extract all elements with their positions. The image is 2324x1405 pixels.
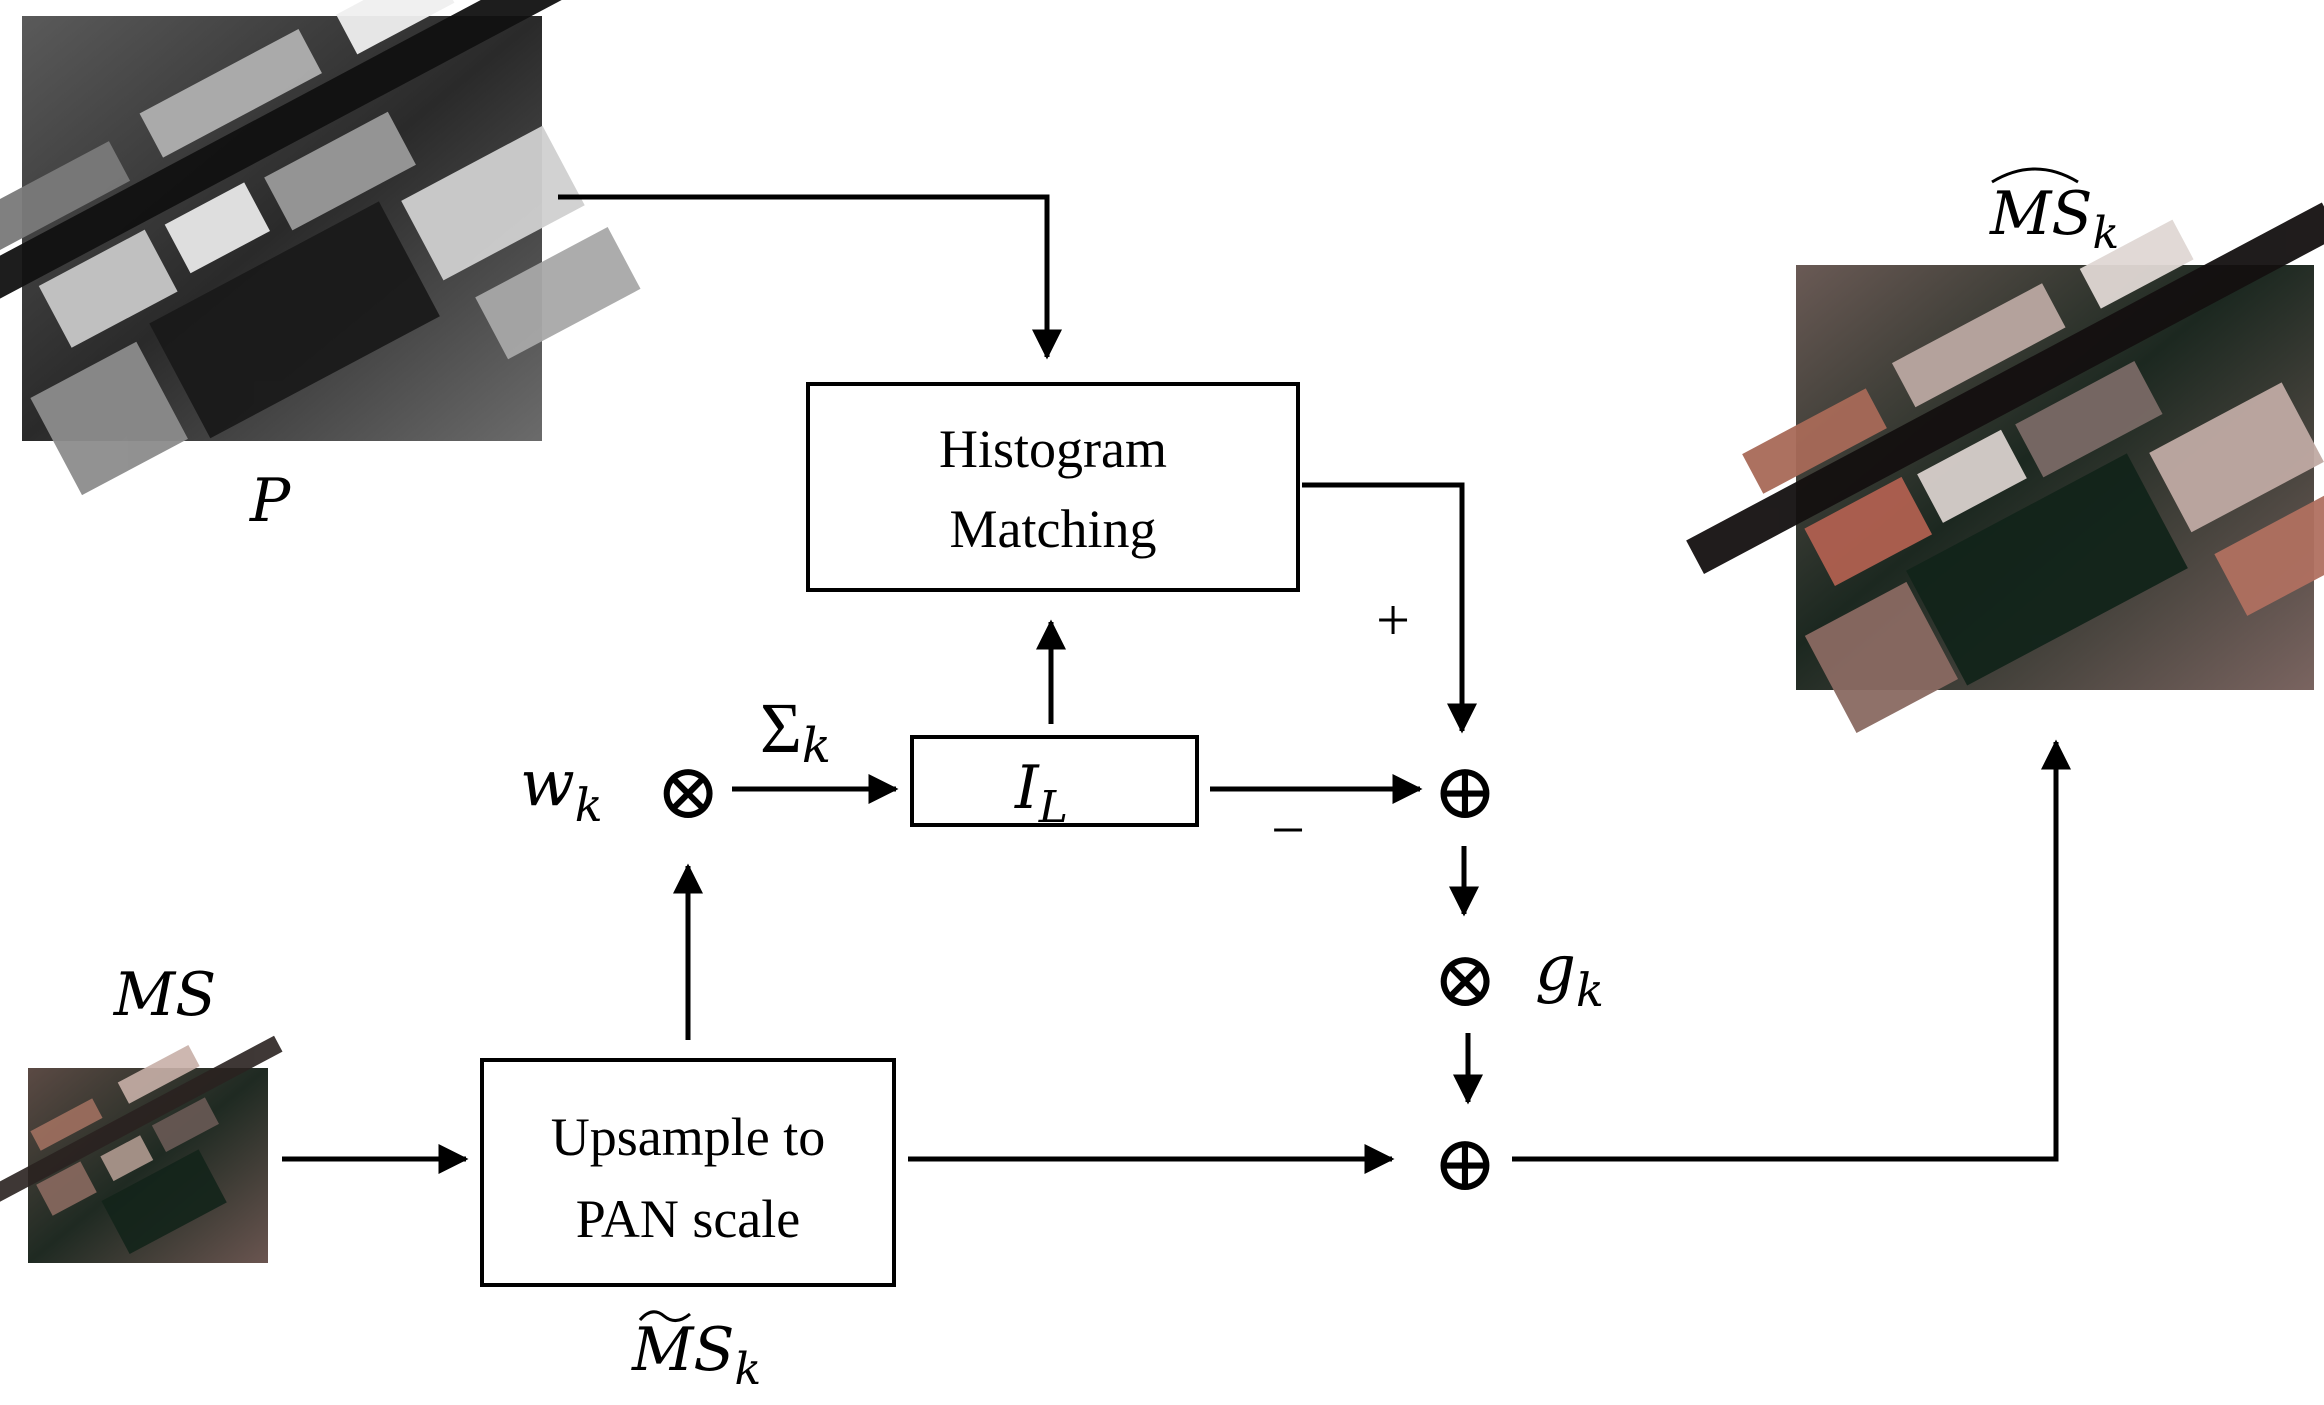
histogram-block-line2: Matching <box>950 499 1157 559</box>
sum-operator-label: Σk <box>760 688 831 774</box>
output-image <box>1686 202 2324 734</box>
intensity-label-base: I <box>1014 753 1040 823</box>
svg-text:Σk: Σk <box>760 688 831 774</box>
output-image-label: MSk <box>1989 167 2119 259</box>
svg-text:MSk: MSk <box>631 1315 761 1395</box>
svg-text:MSk: MSk <box>1989 179 2119 259</box>
weight-label-sub: k <box>575 778 603 832</box>
svg-text:IL: IL <box>1014 753 1068 833</box>
plus-sign: + <box>1376 587 1410 653</box>
upsample-output-label-base: MS <box>631 1315 735 1385</box>
final-add-operator: ⊕ <box>1432 1120 1497 1207</box>
intensity-label-sub: L <box>1038 782 1068 833</box>
gain-multiply-symbol: ⊗ <box>1432 936 1497 1023</box>
histogram-matching-block: Histogram Matching <box>806 382 1300 592</box>
wide-hat-accent <box>1991 167 2079 184</box>
arrow-pan-to-histogram <box>558 194 1062 360</box>
weight-label-base: w <box>520 747 575 821</box>
svg-text:wk: wk <box>520 747 603 832</box>
arrow-histogram-to-difference <box>1302 482 1477 734</box>
output-label-base: MS <box>1989 179 2093 249</box>
gain-label-sub: k <box>1576 963 1604 1017</box>
ms-image <box>0 1035 283 1263</box>
histogram-block-line1: Histogram <box>939 419 1167 479</box>
weight-multiply-operator: wk ⊗ <box>520 747 721 835</box>
difference-add-symbol: ⊕ <box>1432 748 1497 835</box>
minus-sign: − <box>1271 797 1305 863</box>
connectors <box>282 194 2071 1174</box>
gain-label-base: g <box>1535 932 1576 1006</box>
upsample-block: Upsample to PAN scale <box>480 1058 896 1287</box>
wide-tilde-accent <box>638 1310 691 1322</box>
arrow-final-add-to-output <box>1512 739 2071 1162</box>
output-label-sub: k <box>2093 208 2120 259</box>
pan-image <box>0 0 641 496</box>
upsample-output-label-sub: k <box>735 1344 762 1395</box>
upsample-block-line1: Upsample to <box>551 1107 825 1167</box>
sum-label-sub: k <box>802 718 831 774</box>
intensity-block: IL <box>910 735 1199 833</box>
weight-multiply-symbol: ⊗ <box>655 748 720 835</box>
upsample-block-line2: PAN scale <box>576 1189 801 1249</box>
upsample-output-label: MSk <box>631 1310 761 1395</box>
final-add-symbol: ⊕ <box>1432 1120 1497 1207</box>
gain-multiply-operator: ⊗ gk <box>1432 932 1604 1023</box>
ms-image-label: MS <box>113 960 217 1030</box>
pan-image-label: P <box>249 466 292 536</box>
difference-add-operator: ⊕ + − <box>1271 587 1498 863</box>
svg-text:gk: gk <box>1535 932 1604 1017</box>
sum-symbol: Σ <box>760 688 802 768</box>
